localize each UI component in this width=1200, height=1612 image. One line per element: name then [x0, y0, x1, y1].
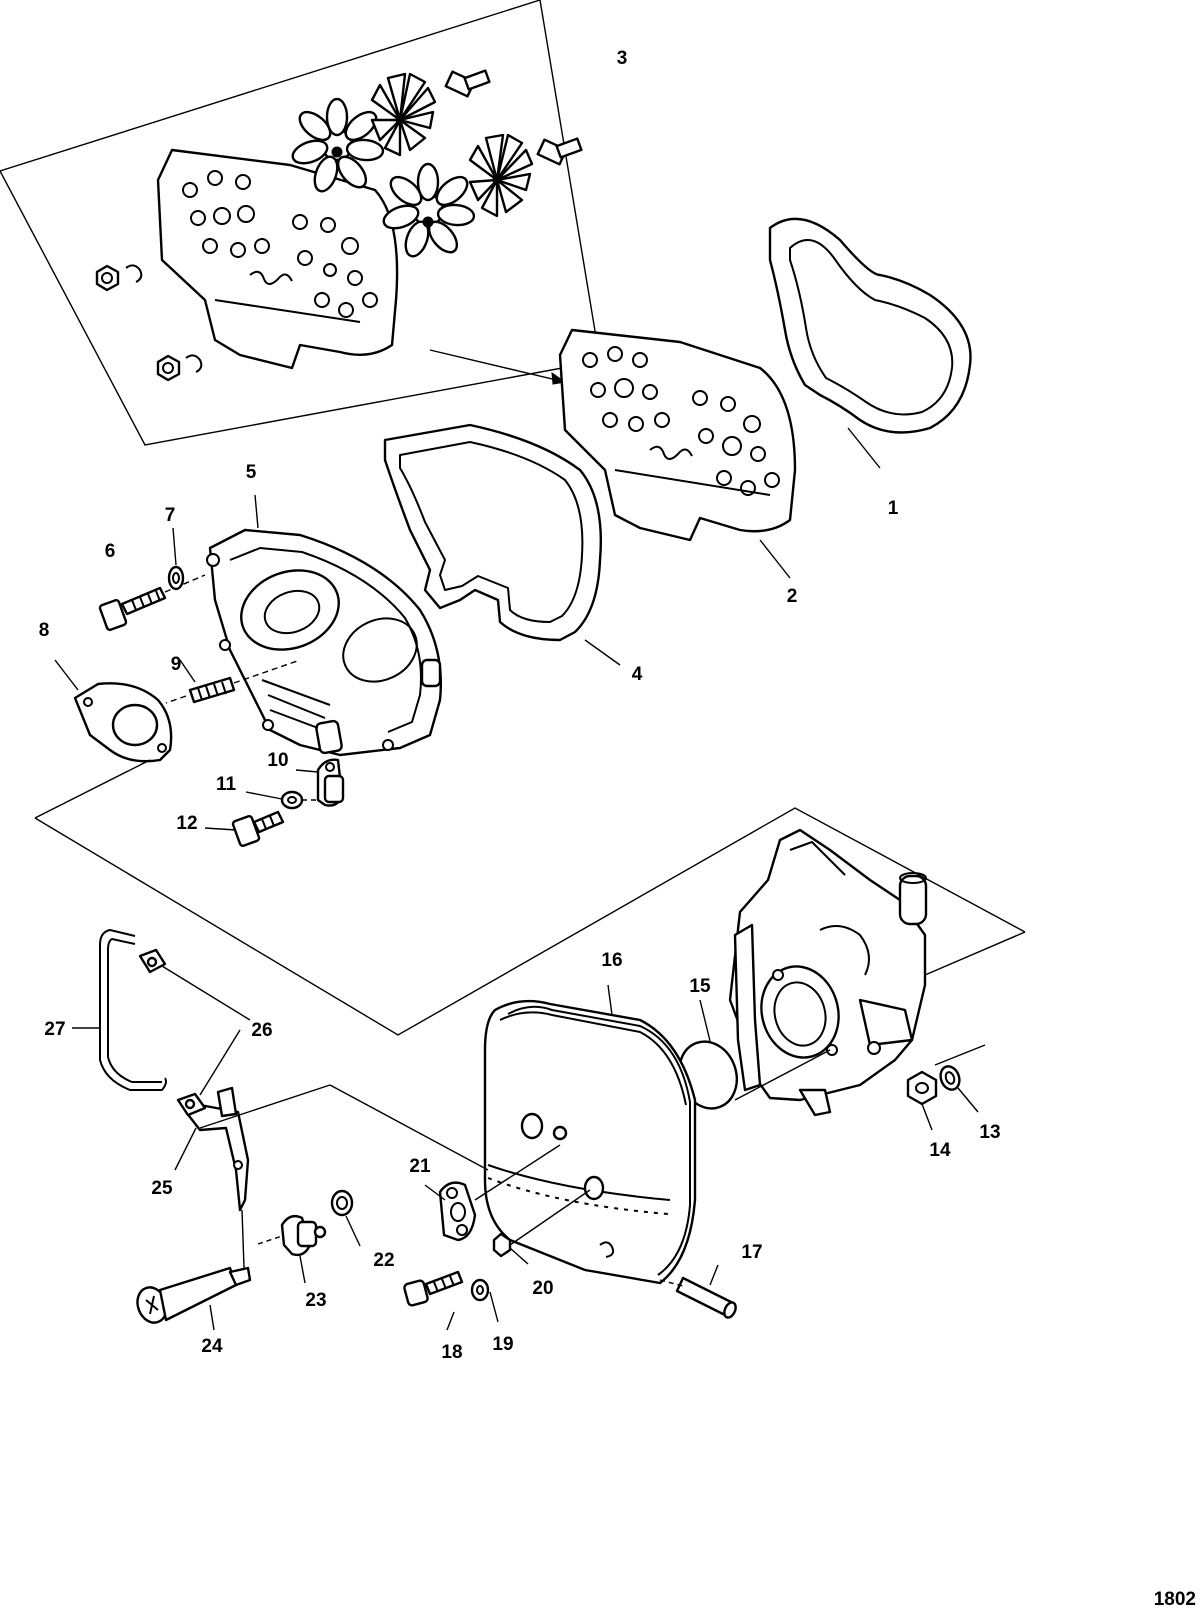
part-11-washer	[245, 790, 318, 810]
callout-10: 10	[267, 750, 288, 771]
part-1-gasket	[768, 217, 972, 469]
part-5-reed-block-housing	[206, 494, 442, 757]
kit-reed-plate-holes	[182, 170, 378, 318]
callout-4: 4	[632, 664, 643, 685]
callout-5: 5	[246, 462, 257, 483]
callout-2: 2	[787, 586, 798, 607]
part-14-nut	[906, 1070, 938, 1131]
part-8-gasket	[34, 659, 173, 819]
part-17-sleeve	[659, 1264, 737, 1319]
carburetor	[728, 828, 1026, 1117]
part-12-screw	[204, 810, 285, 847]
callout-1: 1	[888, 498, 899, 519]
callout-26: 26	[251, 1020, 272, 1041]
kit-nut-washer-upper	[95, 264, 143, 292]
callout-9: 9	[171, 654, 182, 675]
part-7-washer	[167, 527, 185, 591]
callout-25: 25	[151, 1178, 173, 1199]
callout-20: 20	[532, 1278, 553, 1299]
part-26-clip-upper	[138, 948, 167, 974]
kit-reed-stop-b	[468, 133, 534, 218]
callout-11: 11	[216, 774, 237, 795]
callout-15: 15	[689, 976, 711, 997]
callout-19: 19	[492, 1334, 513, 1355]
callout-13: 13	[979, 1122, 1000, 1143]
callout-27: 27	[44, 1019, 65, 1040]
callout-17: 17	[741, 1242, 762, 1263]
callout-6: 6	[105, 541, 116, 562]
part-23-retainer	[257, 1214, 327, 1284]
assembly-divider	[34, 807, 1026, 1036]
image-code: 1802	[1154, 1589, 1196, 1610]
part-24-choke-knob	[136, 1266, 252, 1331]
callout-16: 16	[601, 950, 622, 971]
callout-14: 14	[929, 1140, 951, 1161]
part-19-washer	[470, 1278, 499, 1323]
part-26-leader-lines	[161, 965, 251, 1096]
kit-screw-b	[536, 137, 583, 166]
callout-8: 8	[39, 620, 50, 641]
part-20-nut	[492, 1189, 591, 1265]
kit-reed-stop-a	[370, 72, 437, 157]
part-27-choke-link	[72, 929, 167, 1091]
callout-7: 7	[165, 505, 176, 526]
kit-reed-petal-b	[382, 162, 476, 258]
part-25-choke-lever	[174, 1084, 489, 1269]
kit-screw-a	[444, 69, 491, 98]
part-21-grommet-plate	[424, 1144, 561, 1242]
callout-labels: 1 2 3 4 5 6 7 8 9 10 11 12 13 14 15 16 1…	[39, 48, 1196, 1610]
part-2-reed-plate-holes	[582, 346, 780, 496]
kit-reed-plate	[156, 148, 399, 370]
part-10-clamp	[295, 758, 345, 807]
part-18-screw	[403, 1270, 464, 1331]
part-16-air-silencer	[483, 984, 697, 1285]
callout-3: 3	[617, 48, 628, 69]
callout-22: 22	[373, 1250, 394, 1271]
reed-plate-kit	[95, 69, 583, 382]
part-26-clip-lower	[176, 1092, 207, 1117]
part-6-screw	[98, 574, 206, 631]
callout-18: 18	[441, 1342, 462, 1363]
kit-nut-washer-lower	[156, 354, 203, 382]
callout-24: 24	[201, 1336, 223, 1357]
callout-21: 21	[409, 1156, 431, 1177]
part-22-cap	[330, 1189, 361, 1247]
part-9-stud	[165, 659, 301, 704]
kit-reed-petal-a	[291, 97, 385, 193]
callout-23: 23	[305, 1290, 326, 1311]
part-4-gasket	[383, 423, 621, 666]
part-13-washer	[939, 1065, 979, 1113]
callout-12: 12	[176, 813, 197, 834]
part-2-reed-plate	[558, 328, 797, 579]
